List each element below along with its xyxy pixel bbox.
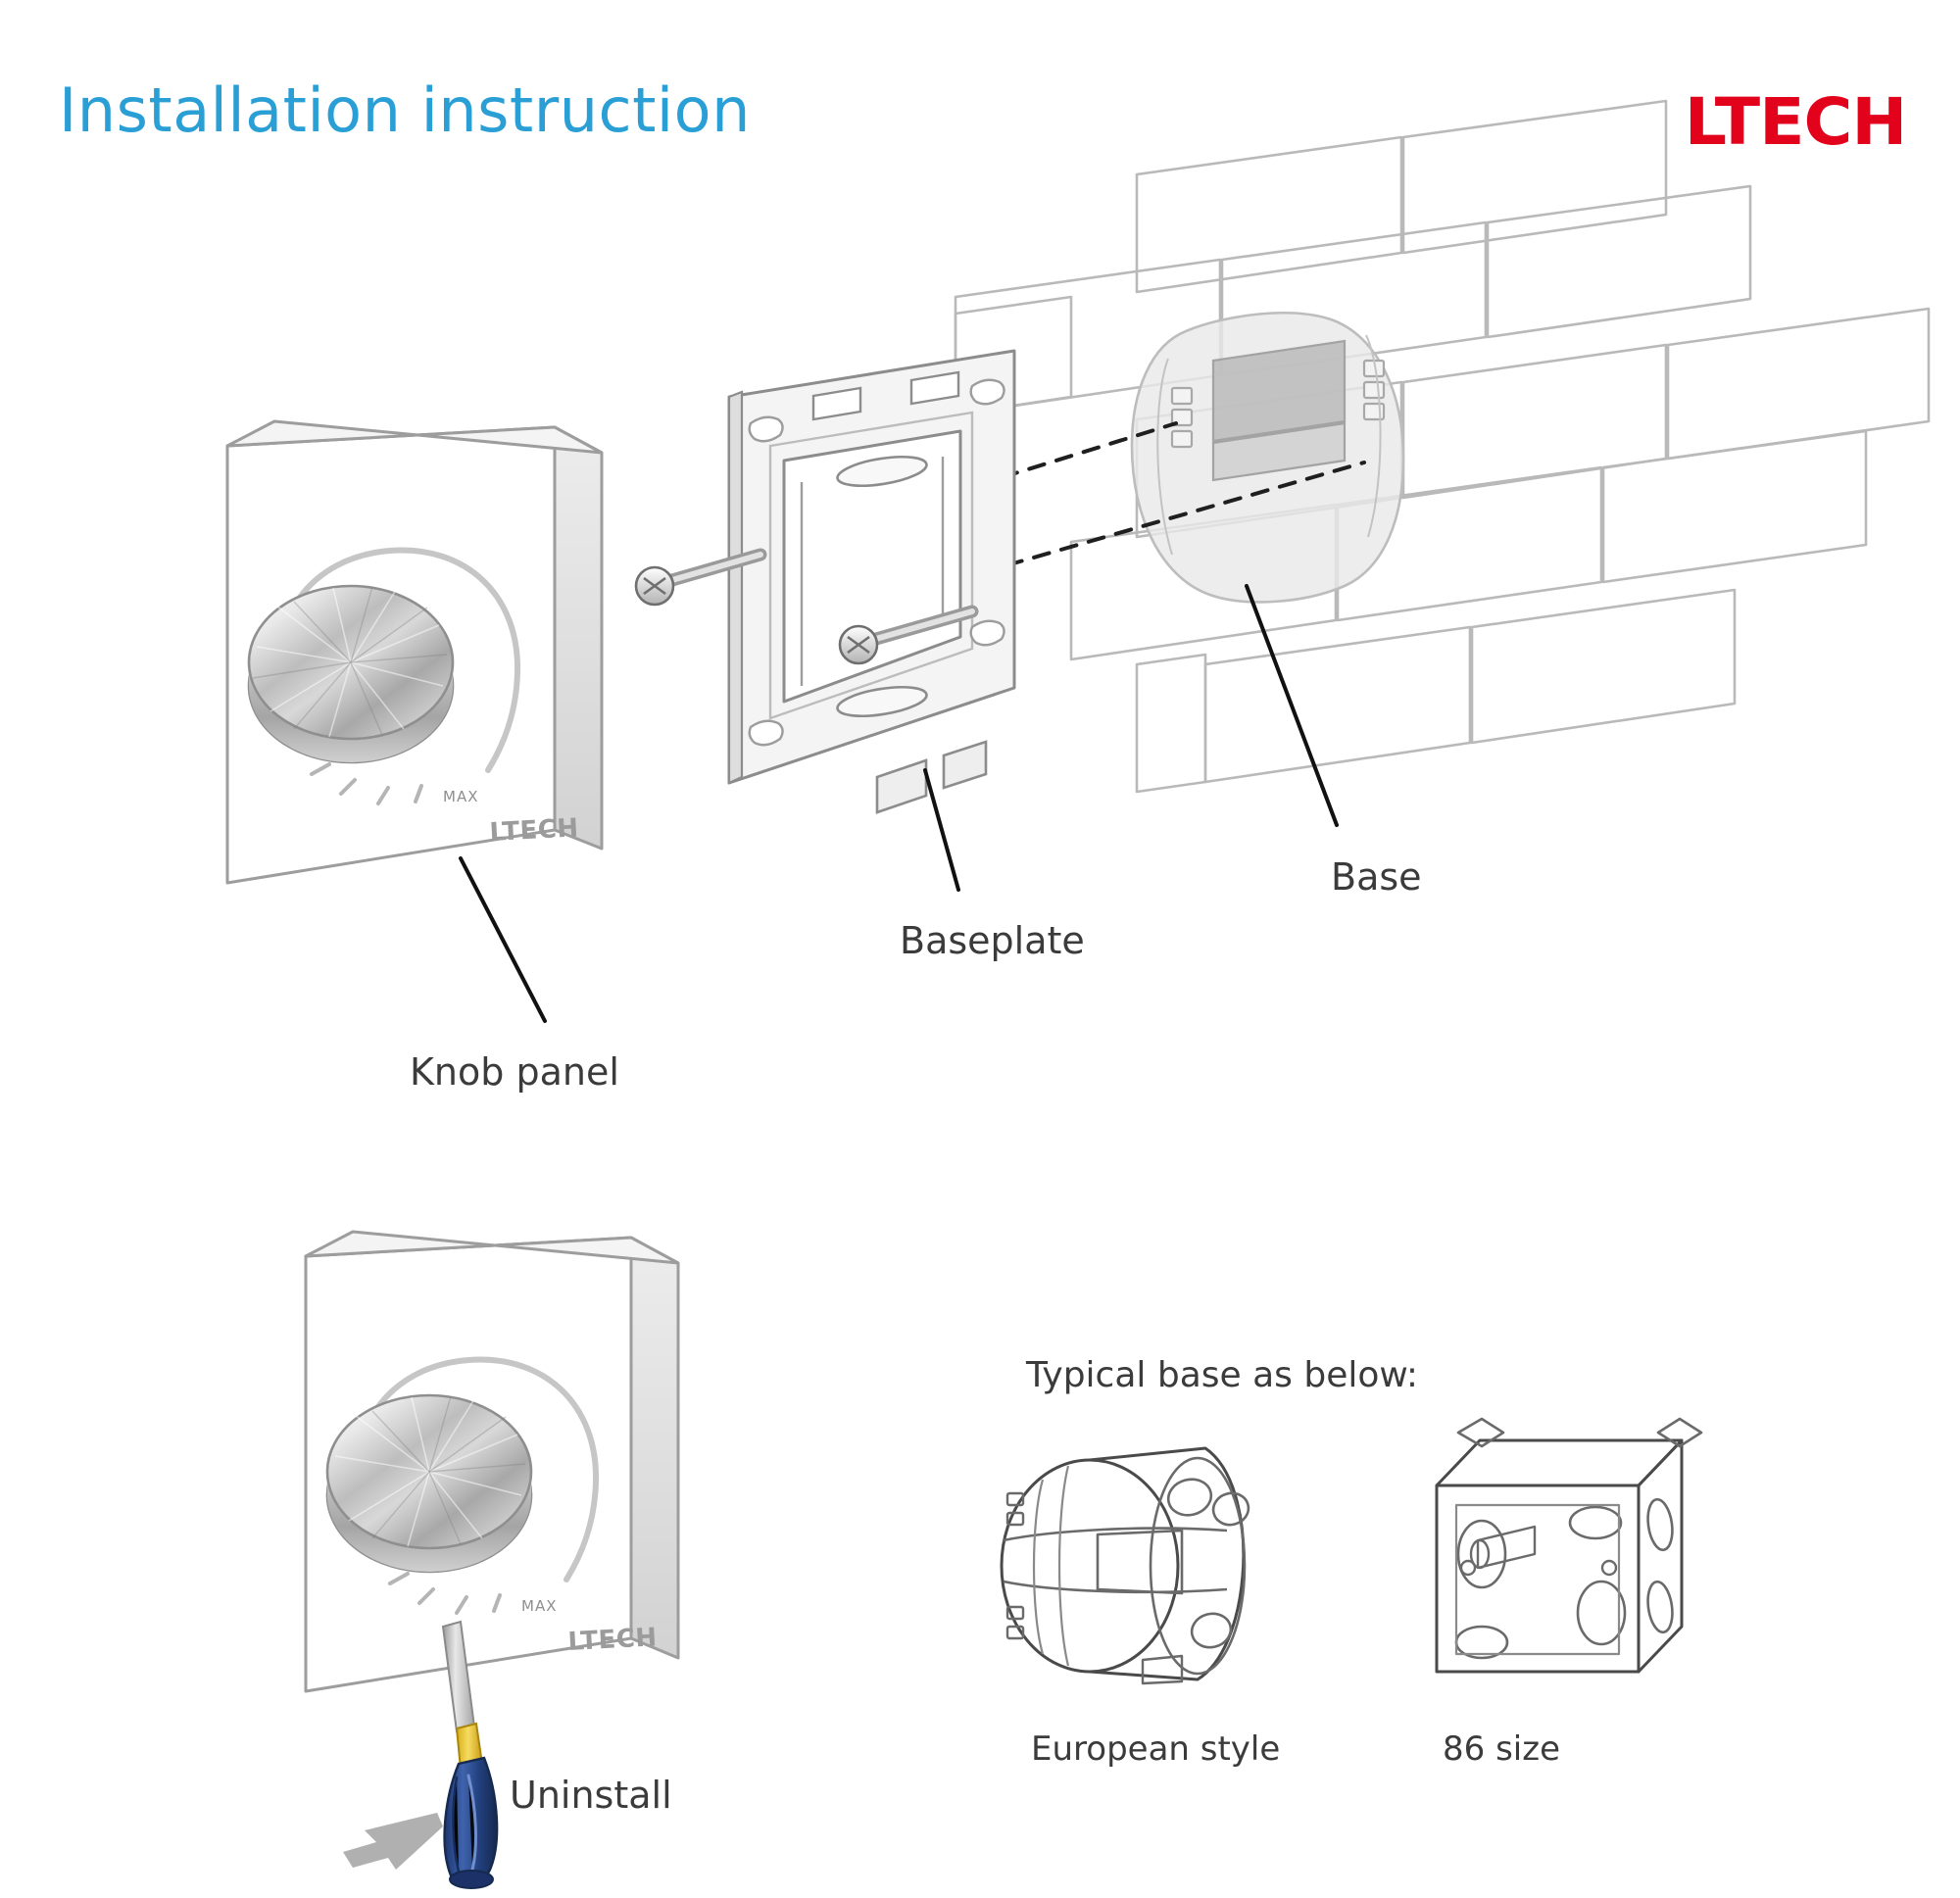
86-size-base-box: [1435, 1417, 1703, 1674]
mounting-screw-lower: [838, 605, 979, 665]
panel-brand-mark: LTECH: [489, 813, 580, 848]
page-title: Installation instruction: [59, 74, 751, 146]
label-86-size: 86 size: [1443, 1729, 1560, 1769]
label-typical-base: Typical base as below:: [1026, 1355, 1418, 1395]
mounting-screw-upper: [634, 548, 767, 607]
wall-bricks: [954, 99, 1931, 794]
panel-max-label: MAX: [443, 788, 478, 805]
panel-max-label-bottom: MAX: [521, 1597, 557, 1615]
knob-panel-bottom: MAX LTECH: [304, 1230, 680, 1693]
pull-direction-arrow: [343, 1813, 443, 1870]
knob-panel-top: MAX LTECH: [225, 419, 604, 885]
ltech-logo: LTECH: [1684, 84, 1908, 160]
label-european-style: European style: [1031, 1729, 1281, 1769]
european-style-base-box: [1000, 1446, 1250, 1685]
panel-brand-mark-bottom: LTECH: [567, 1623, 659, 1657]
label-baseplate: Baseplate: [900, 919, 1085, 962]
leader-lines-top: [459, 584, 1339, 1023]
label-knob-panel: Knob panel: [410, 1050, 619, 1094]
metal-baseplate: [727, 349, 1016, 814]
label-uninstall: Uninstall: [510, 1774, 672, 1817]
label-base: Base: [1331, 855, 1422, 899]
screwdriver-tool: [441, 1620, 499, 1889]
wall-mounted-base-box: [1130, 312, 1405, 604]
